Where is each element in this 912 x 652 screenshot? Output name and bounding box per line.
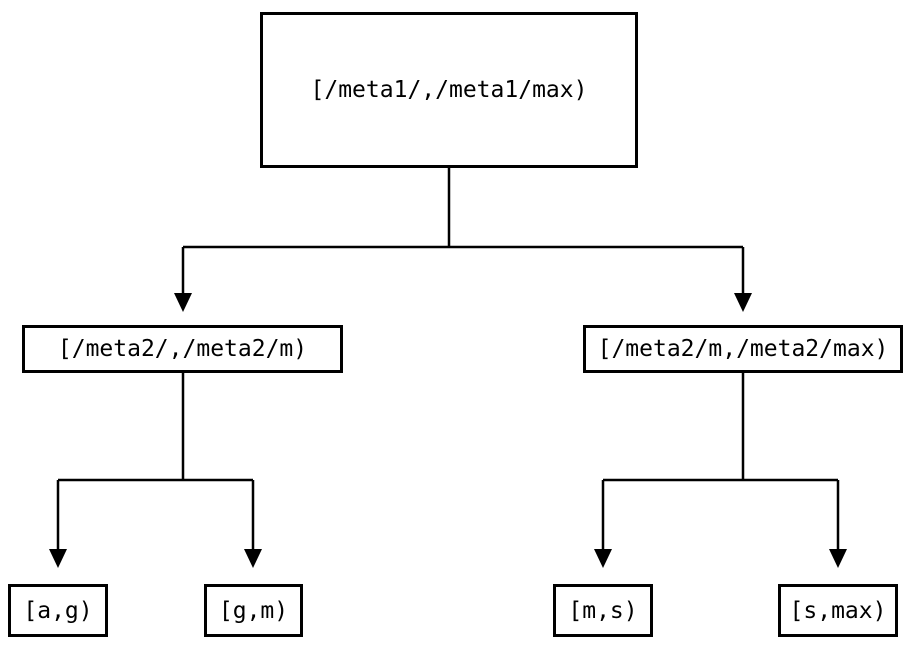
- arrowhead-icon: [829, 549, 847, 568]
- arrowhead-icon: [49, 549, 67, 568]
- node-root-range: [/meta1/,/meta1/max): [260, 12, 638, 168]
- edge-left-to-leaves: [49, 373, 262, 568]
- arrowhead-icon: [734, 293, 752, 312]
- edge-root-to-children: [174, 168, 752, 312]
- arrowhead-icon: [174, 293, 192, 312]
- node-meta2-left-range: [/meta2/,/meta2/m): [22, 325, 343, 373]
- arrowhead-icon: [594, 549, 612, 568]
- node-meta2-right-range: [/meta2/m,/meta2/max): [583, 325, 903, 373]
- node-leaf-s-max: [s,max): [778, 584, 898, 637]
- arrowhead-icon: [244, 549, 262, 568]
- node-leaf-g-m: [g,m): [204, 584, 303, 637]
- edge-right-to-leaves: [594, 373, 847, 568]
- node-leaf-m-s: [m,s): [553, 584, 653, 637]
- node-leaf-a-g: [a,g): [8, 584, 108, 637]
